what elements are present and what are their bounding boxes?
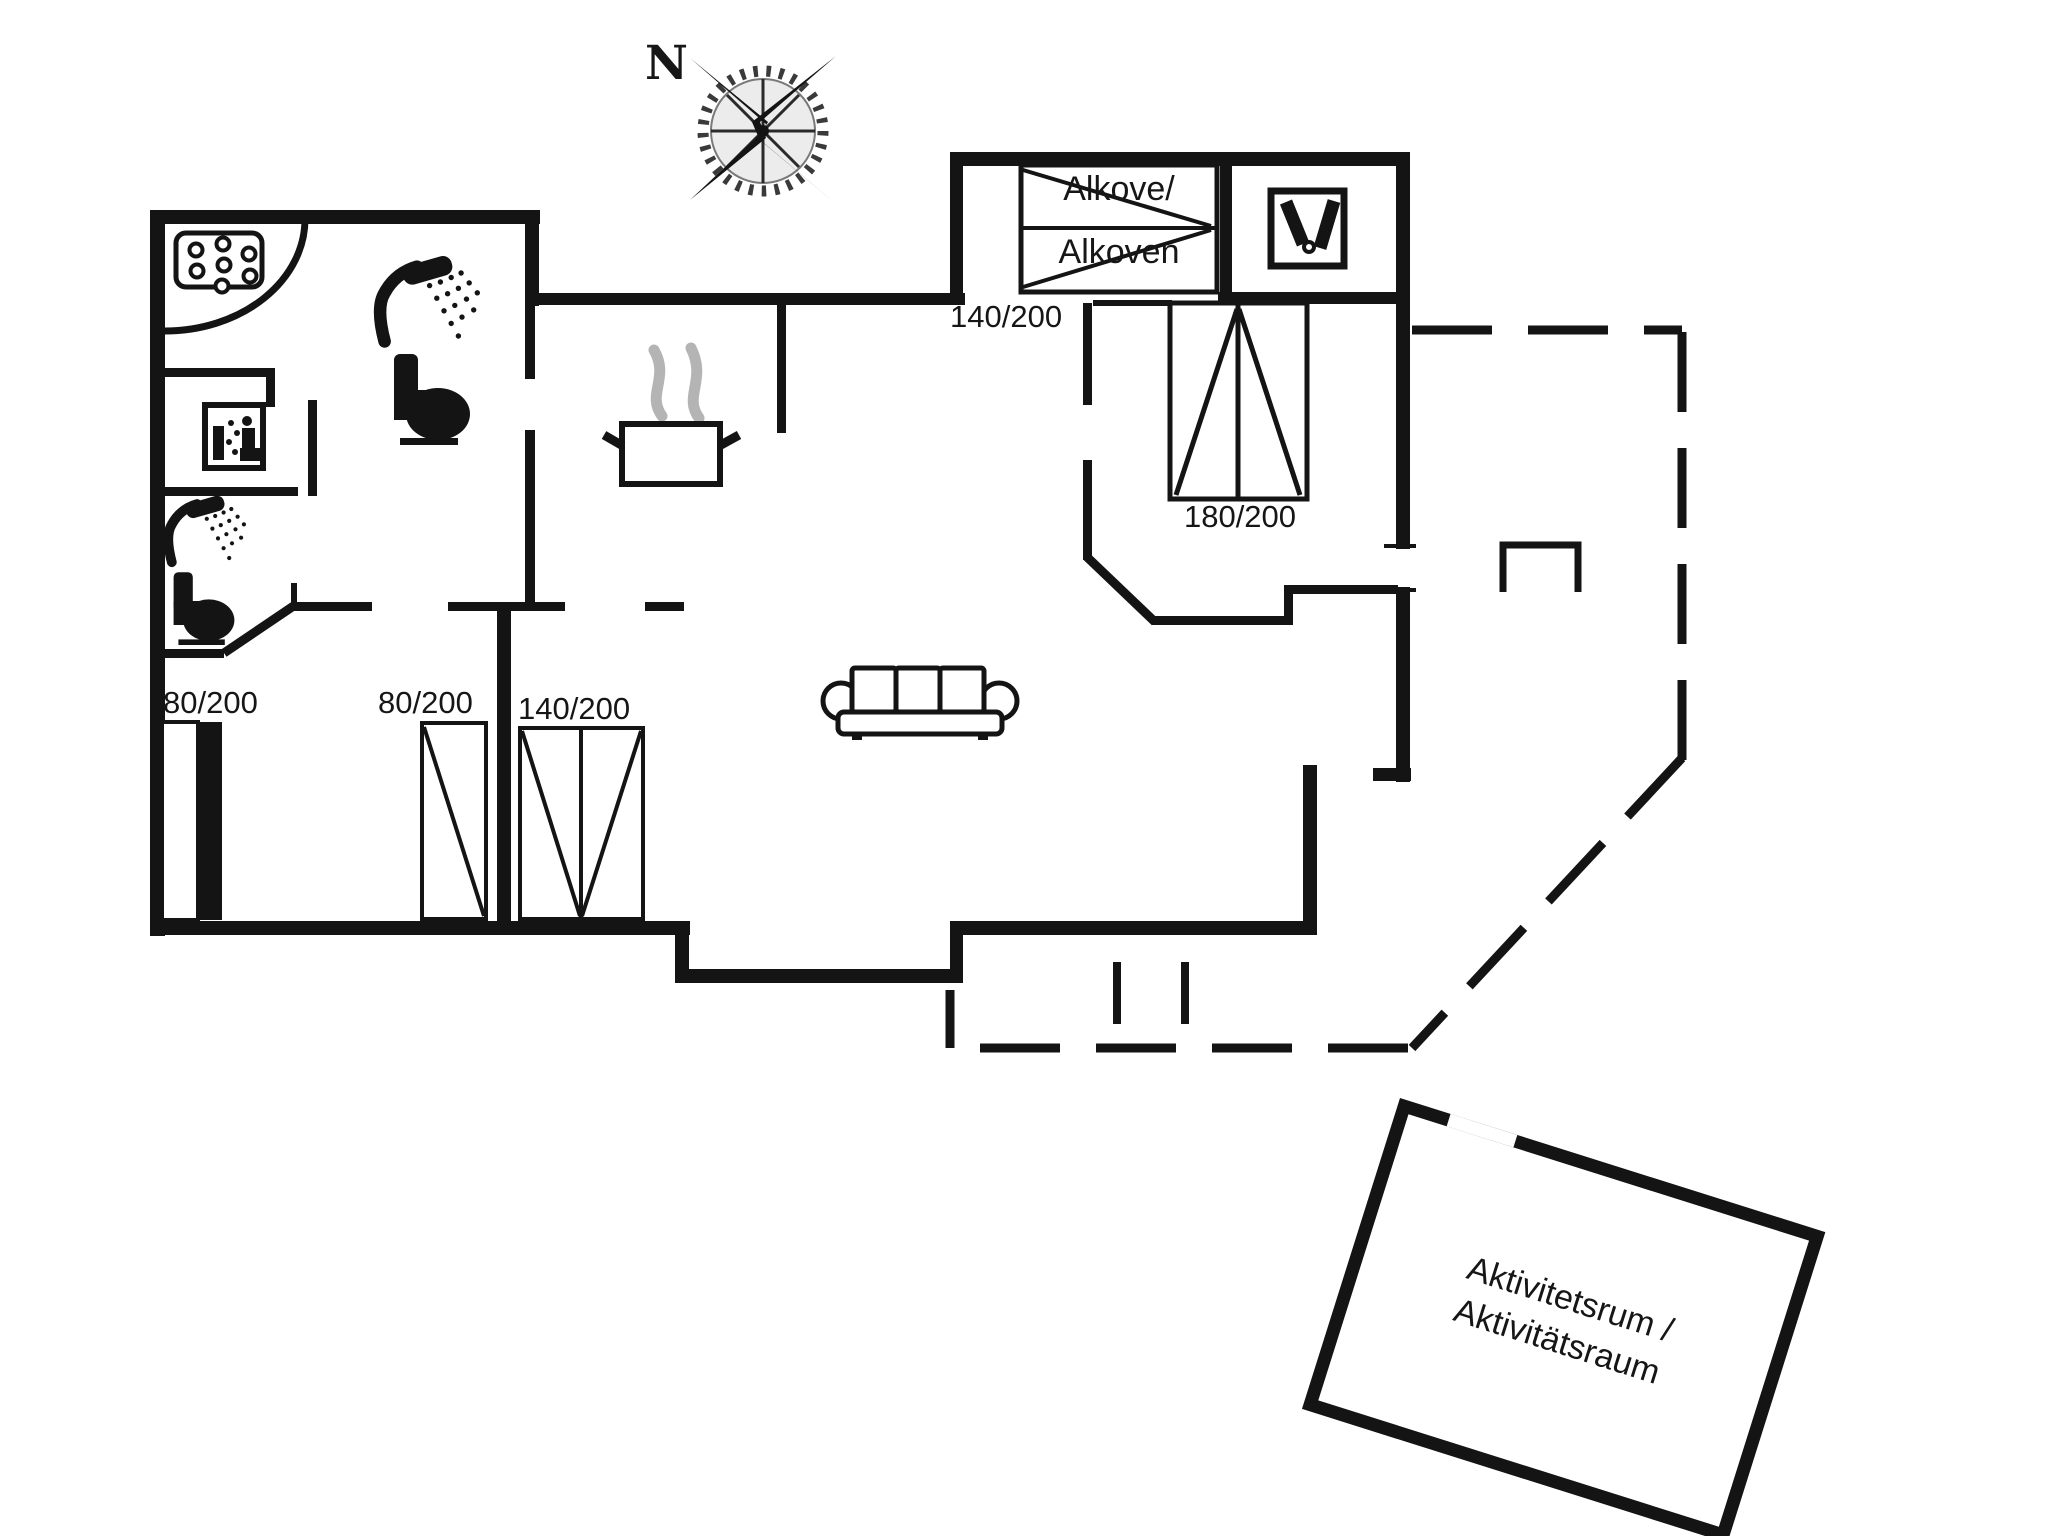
shower-icon (380, 254, 480, 342)
interior-wall-diagonals (221, 553, 1159, 657)
door-arc (164, 218, 309, 335)
double-bed-small-size-label: 140/200 (518, 691, 631, 726)
double-bed-140 (518, 726, 645, 921)
shower-icon (168, 494, 246, 562)
interior-walls (150, 293, 1398, 935)
sauna-icon (202, 402, 266, 471)
single-bed-mid (420, 721, 488, 921)
toilet-icon (394, 354, 470, 445)
alcove-label-line1: Alkove/ (1063, 170, 1175, 208)
alcove-bed (1018, 162, 1220, 295)
compass-rose-icon (690, 56, 836, 204)
window-right-wall (1384, 544, 1416, 592)
toilet-icon (173, 572, 235, 645)
cooking-pot-icon (601, 342, 742, 487)
alcove-size-label: 140/200 (950, 299, 1063, 334)
cleaning-closet-icon (1267, 187, 1348, 270)
double-bed-size-label: 180/200 (1183, 499, 1297, 534)
single-bed-left-size-label: 80/200 (163, 685, 258, 720)
single-bed-mid-size-label: 80/200 (378, 685, 473, 720)
terrace-dashed-outline (945, 325, 1687, 1053)
terrace-marks (1113, 541, 1582, 1024)
sofa-icon (820, 665, 1020, 740)
activity-room-label: Aktivitetsrum / Aktivitätsraum (1449, 1246, 1679, 1394)
alcove-label-line2: Alkoven (1058, 233, 1180, 271)
outer-walls (150, 152, 1411, 983)
single-bed-left (160, 720, 222, 922)
north-label: N (645, 36, 688, 91)
hob-icon (173, 230, 265, 295)
double-bed-180 (1167, 300, 1310, 502)
